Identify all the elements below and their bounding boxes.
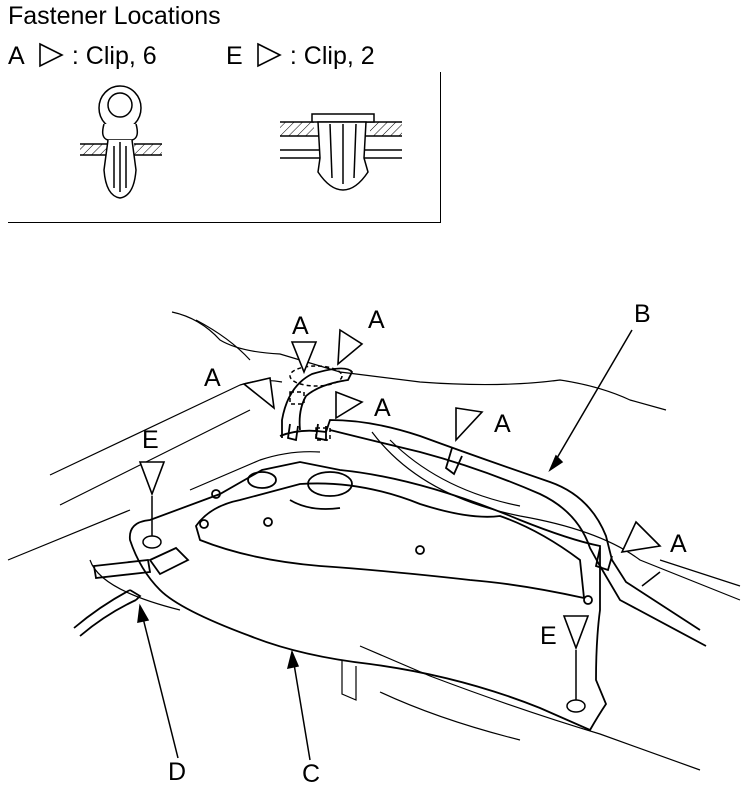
clip-e-markers (142, 496, 586, 713)
triangle-marker-icon (257, 42, 282, 68)
legend-clip-a: A : Clip, 6 (8, 42, 157, 71)
callout-a-harness: A (494, 410, 511, 438)
callout-e-left: E (142, 426, 159, 454)
legend-letter-e: E (226, 42, 243, 70)
leader-lines (137, 329, 661, 761)
clip-e-illustration (280, 113, 402, 191)
callout-a-middle: A (374, 394, 391, 422)
trunk-floor-panel (128, 461, 608, 732)
callout-a-left: A (204, 364, 221, 392)
clip-locations-dashed (289, 365, 343, 441)
triangle-markers-a (242, 328, 662, 554)
callout-b: B (634, 300, 651, 328)
clip-a-illustration (80, 85, 162, 199)
callout-a-right: A (670, 530, 687, 558)
legend-text-a: : Clip, 6 (71, 42, 157, 70)
legend-text-e: : Clip, 2 (289, 42, 375, 70)
triangle-marker-icon (39, 42, 64, 68)
callout-a-top: A (292, 312, 309, 340)
callout-e-right: E (540, 622, 557, 650)
page-title: Fastener Locations (8, 2, 221, 30)
callout-a-top-right: A (368, 306, 385, 334)
vehicle-body-outline (7, 311, 741, 771)
clip-detail-inset (8, 72, 441, 223)
legend-clip-e: E : Clip, 2 (226, 42, 375, 71)
cable-d (73, 559, 152, 637)
wire-harness-b (279, 367, 707, 647)
callout-d: D (168, 758, 187, 786)
callout-c: C (302, 760, 321, 788)
triangle-markers-e (138, 461, 590, 651)
legend-letter-a: A (8, 42, 25, 70)
